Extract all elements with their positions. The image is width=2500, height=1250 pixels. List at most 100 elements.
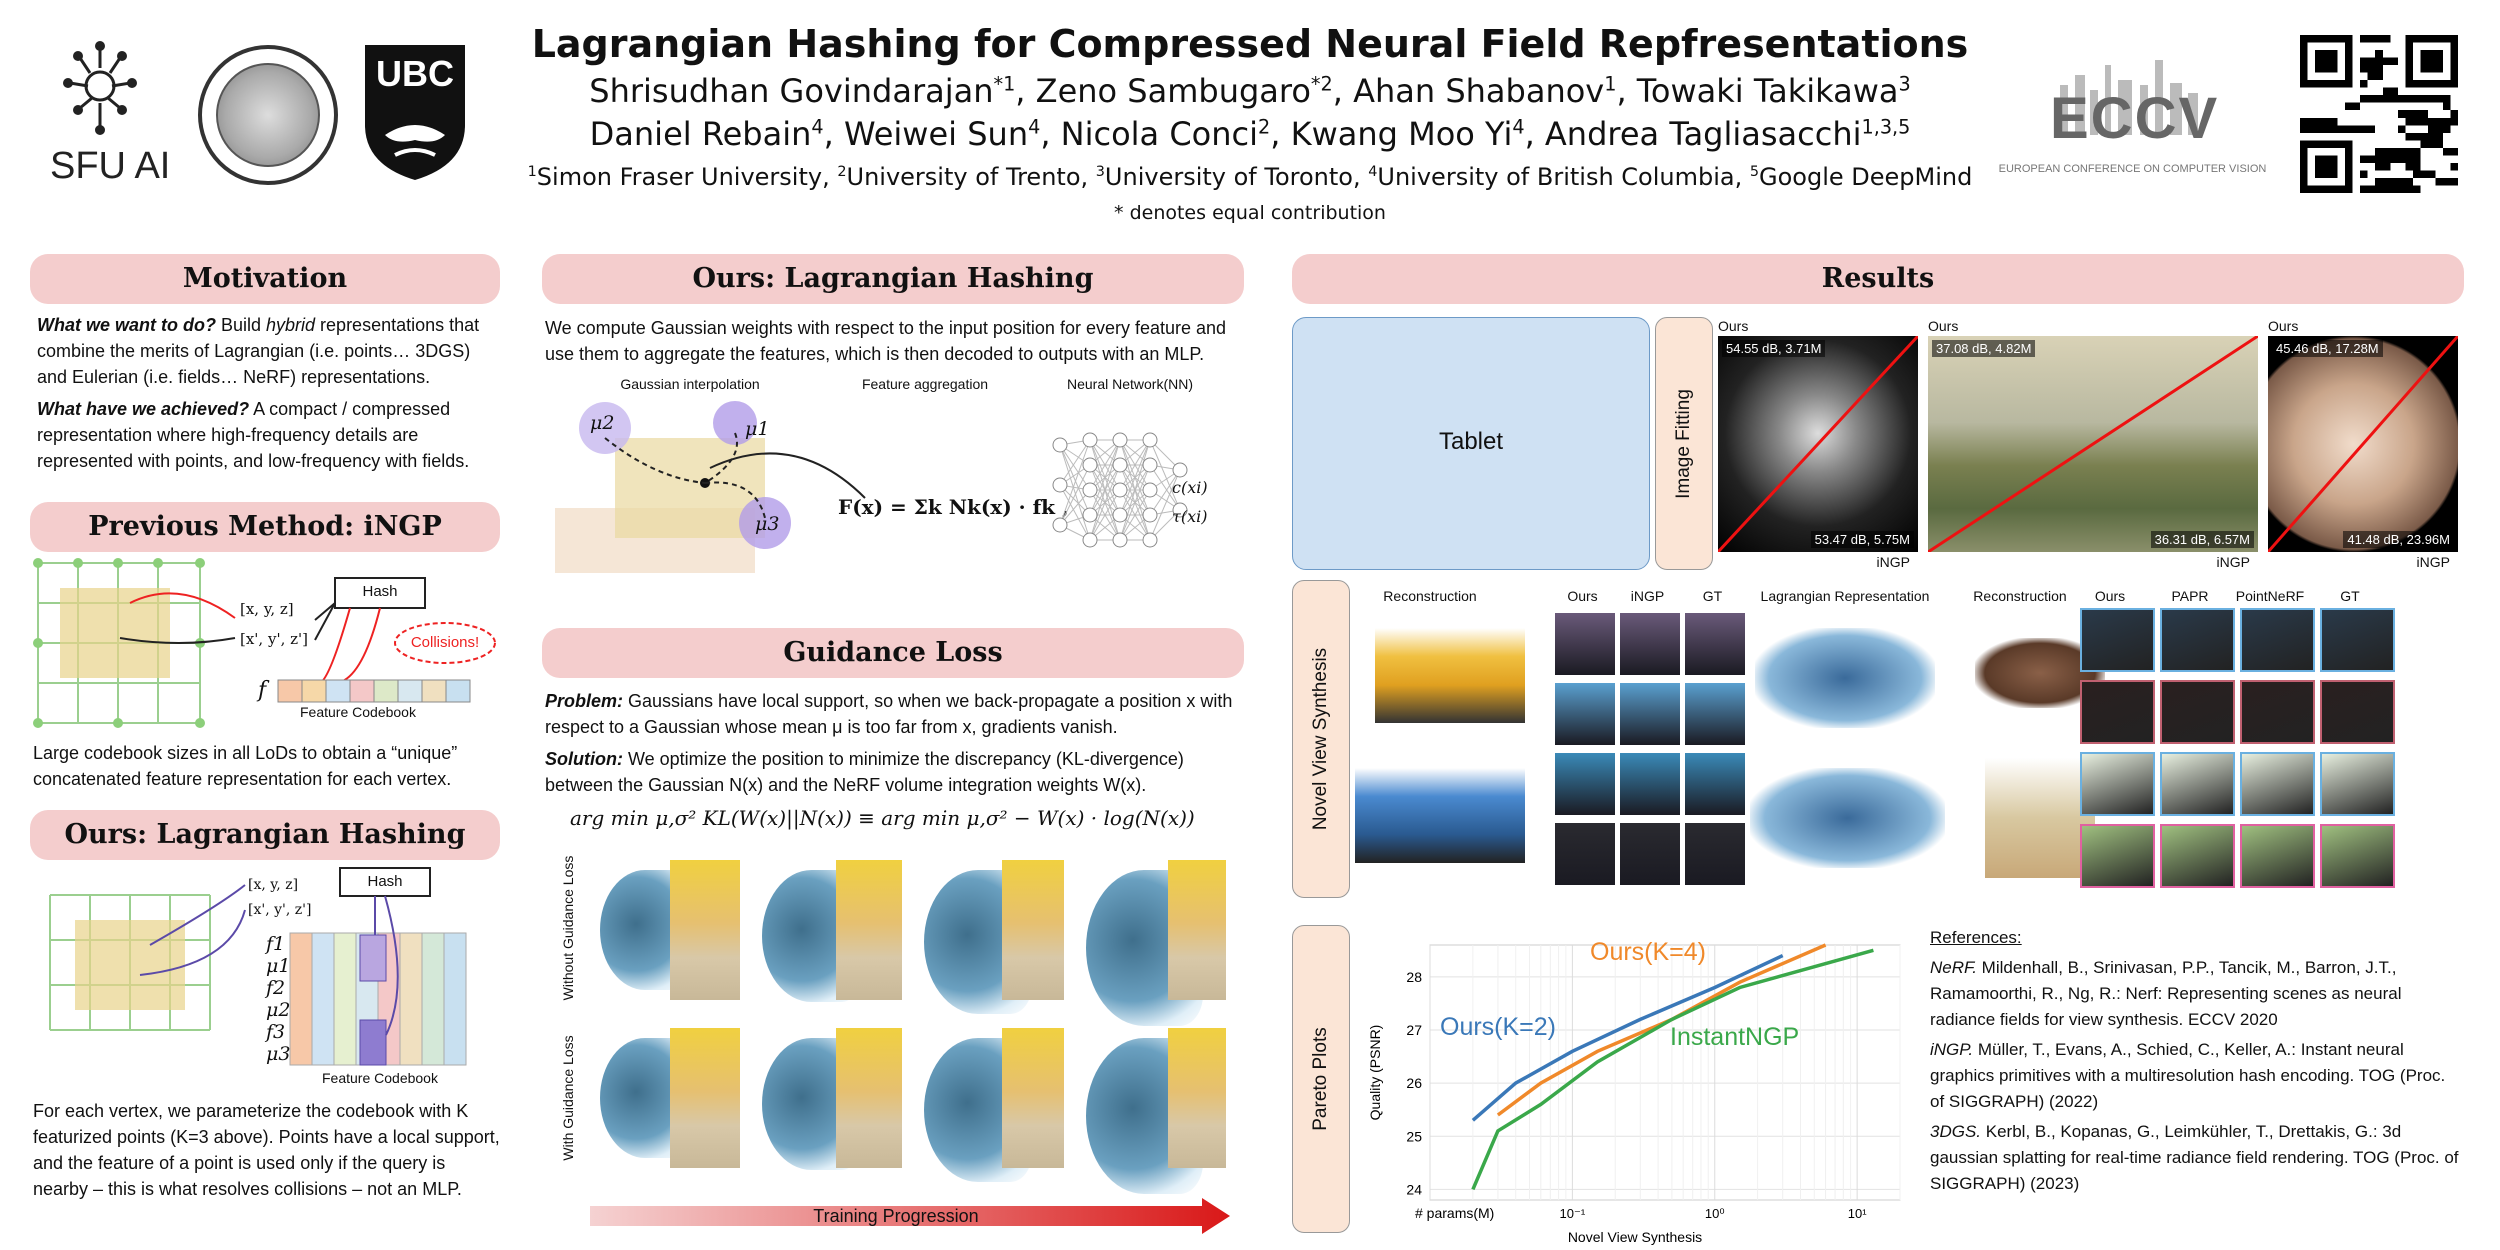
- nvs-column-header: Lagrangian Representation: [1760, 588, 1930, 604]
- chair-reconstruction: [1985, 758, 2095, 878]
- reference-tag: NeRF.: [1930, 958, 1977, 977]
- image-fitting-ours-caption: Ours: [1718, 318, 1749, 334]
- nvs-column-header: Reconstruction: [1973, 588, 2067, 604]
- mu-2-label: μ2: [590, 412, 615, 434]
- y-tick-label: 27: [1406, 1022, 1422, 1038]
- reference-item: NeRF. Mildenhall, B., Srinivasan, P.P., …: [1930, 955, 2460, 1033]
- nvs-column-header: PointNeRF: [2235, 588, 2305, 604]
- author-affiliation-sup: 1: [1604, 72, 1617, 96]
- reference-text: Kerbl, B., Kopanas, G., Leimkühler, T., …: [1930, 1122, 2459, 1193]
- pareto-side-label: Pareto Plots: [1292, 925, 1350, 1233]
- nvs-comparison-tile: [2160, 824, 2235, 888]
- nvs-column-header: GT: [1702, 588, 1723, 604]
- aggregation-formula: F(x) = Σk Nk(x) · fk ,: [838, 495, 1069, 519]
- nvs-column-header: Reconstruction: [1383, 588, 1477, 604]
- series-line: [1471, 948, 1874, 1191]
- author-name: Ahan Shabanov: [1353, 72, 1605, 110]
- affiliation-name: University of British Columbia: [1377, 163, 1735, 191]
- mlp-node: [1052, 437, 1068, 453]
- problem-text: Gaussians have local support, so when we…: [545, 691, 1233, 737]
- x-axis-label: Novel View Synthesis: [1568, 1229, 1702, 1245]
- training-progression-arrow: Training Progression: [590, 1198, 1230, 1234]
- neural-network-label: Neural Network(NN): [1066, 376, 1194, 392]
- y-tick-label: 24: [1406, 1181, 1422, 1197]
- x-axis-prefix: # params(M): [1415, 1205, 1494, 1221]
- mlp-node: [1082, 482, 1098, 498]
- nvs-crop-tile: [1620, 683, 1680, 745]
- mlp-network: [1050, 425, 1190, 565]
- image-fitting-label: Image Fitting: [1673, 388, 1694, 499]
- series-label: Ours(K=2): [1440, 1013, 1556, 1041]
- author-affiliation-sup: *1: [993, 72, 1016, 96]
- bulldozer-reconstruction: [1375, 628, 1525, 723]
- nvs-image-grid: [1355, 608, 2465, 893]
- previous-method-header: Previous Method: iNGP: [30, 502, 500, 552]
- mlp-node: [1142, 432, 1158, 448]
- pareto-label: Pareto Plots: [1310, 1027, 1331, 1131]
- author-name: Andrea Tagliasacchi: [1544, 115, 1862, 153]
- ours-xyz-label: [x, y, z]: [248, 877, 299, 893]
- codebook-row-label: μ1: [266, 955, 291, 977]
- solution-text: We optimize the position to minimize the…: [545, 749, 1184, 795]
- nvs-comparison-tile: [2240, 752, 2315, 816]
- author-name: Daniel Rebain: [589, 115, 812, 153]
- plot-area: [1429, 944, 1901, 1201]
- nvs-crop-tile: [1555, 683, 1615, 745]
- nvs-crop-tile: [1555, 753, 1615, 815]
- tablet-label: Tablet: [1438, 428, 1504, 455]
- ingp-metric: 53.47 dB, 5.75M: [1810, 531, 1914, 548]
- lego-render: [670, 1028, 740, 1168]
- lego-render: [1002, 1028, 1064, 1168]
- nvs-label: Novel View Synthesis: [1310, 647, 1331, 831]
- nvs-side-label: Novel View Synthesis: [1292, 580, 1350, 898]
- nvs-comparison-tile: [2320, 752, 2395, 816]
- nvs-comparison-tile: [2160, 608, 2235, 672]
- ingp-diagram: [x, y, z] [x', y', z'] Hash Collisions! …: [30, 558, 500, 728]
- motivation-q2: What have we achieved?: [37, 399, 250, 419]
- nvs-crop-tile: [1620, 823, 1680, 885]
- ubc-logo-text: UBC: [376, 53, 454, 94]
- affiliation-sup: 2: [837, 164, 847, 180]
- ours-left-text: For each vertex, we parameterize the cod…: [33, 1101, 500, 1199]
- lego-render: [1168, 860, 1226, 1000]
- reference-text: Müller, T., Evans, A., Schied, C., Kelle…: [1930, 1040, 2446, 1111]
- motivation-text: What we want to do? Build hybrid represe…: [37, 312, 497, 474]
- references: References: NeRF. Mildenhall, B., Sriniv…: [1930, 925, 2460, 1201]
- mlp-node: [1112, 532, 1128, 548]
- nvs-crop-tile: [1555, 613, 1615, 675]
- nvs-comparison-tile: [2320, 608, 2395, 672]
- codebook-row-label: μ3: [266, 1043, 291, 1065]
- nvs-column-header: Ours: [2094, 588, 2126, 604]
- nvs-crop-tile: [1555, 823, 1615, 885]
- lagrangian-truck-points: [1750, 768, 1945, 868]
- x-tick-label: 10⁻¹: [1560, 1206, 1586, 1221]
- sfu-logo-text: SFU AI: [50, 145, 171, 187]
- nvs-comparison-tile: [2080, 608, 2155, 672]
- affiliation-sup: 4: [1368, 164, 1378, 180]
- nvs-comparison-tile: [2080, 824, 2155, 888]
- series-label: InstantNGP: [1670, 1023, 1799, 1051]
- ours-mid-text: We compute Gaussian weights with respect…: [545, 318, 1227, 364]
- image-fitting-side-label: Image Fitting: [1655, 317, 1713, 570]
- nvs-column-header: Ours: [1567, 588, 1598, 604]
- image-fitting-ingp-caption: iNGP: [2416, 554, 2450, 570]
- mlp-node: [1142, 457, 1158, 473]
- reference-text: Mildenhall, B., Srinivasan, P.P., Tancik…: [1930, 958, 2402, 1029]
- codebook-row-label: μ2: [266, 999, 291, 1021]
- circuit-brain-icon: [63, 41, 137, 135]
- nvs-crop-tile: [1685, 613, 1745, 675]
- lego-bulldozer-image: [60, 588, 170, 678]
- nvs-comparison-tile: [2320, 680, 2395, 744]
- split-line: [2268, 336, 2458, 552]
- series-label: Ours(K=4): [1590, 938, 1706, 966]
- training-progression-label: Training Progression: [813, 1206, 979, 1226]
- nvs-comparison-tile: [2080, 752, 2155, 816]
- qr-code[interactable]: [2300, 35, 2458, 193]
- image-fitting-ours-caption: Ours: [1928, 318, 1959, 334]
- ingp-xyz-label: [x, y, z]: [240, 600, 294, 618]
- author-name: Kwang Moo Yi: [1290, 115, 1513, 153]
- nvs-crop-tile: [1685, 683, 1745, 745]
